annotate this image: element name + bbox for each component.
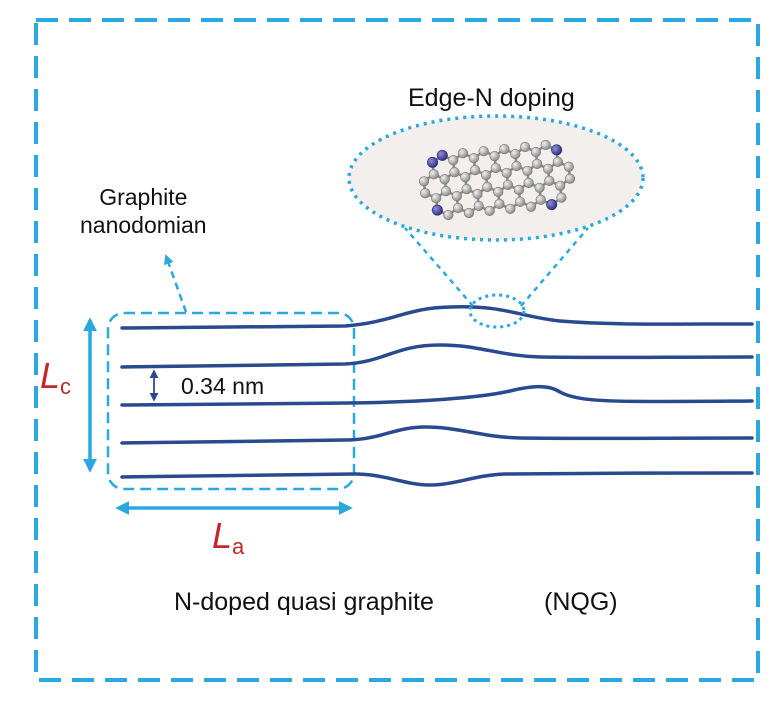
zoom-connector-right	[520, 227, 589, 307]
carbon-atom	[505, 203, 516, 214]
carbon-atom	[478, 146, 489, 157]
carbon-atom	[472, 188, 483, 200]
la-label: La	[212, 518, 244, 558]
doping-site-marker	[468, 293, 526, 329]
nitrogen-atom	[427, 156, 439, 168]
carbon-atom	[448, 155, 459, 166]
carbon-atom	[543, 163, 554, 174]
carbon-atom	[440, 186, 451, 197]
carbon-atom	[443, 209, 454, 221]
carbon-atom	[514, 196, 526, 207]
carbon-atom	[418, 176, 430, 187]
carbon-atom	[510, 148, 521, 160]
carbon-atom	[530, 146, 542, 158]
graphene-layer-2	[120, 343, 754, 369]
carbon-atom	[461, 183, 472, 195]
carbon-atom	[420, 188, 431, 199]
carbon-atom	[511, 160, 522, 172]
carbon-atom	[522, 165, 533, 177]
carbon-atom	[513, 184, 524, 195]
nanodomain-pointer	[163, 254, 188, 313]
carbon-atom	[493, 186, 504, 198]
graphene-layer-4	[120, 425, 754, 445]
carbon-atom	[532, 158, 543, 170]
carbon-atom	[431, 193, 442, 204]
nitrogen-atom	[546, 199, 558, 211]
nitrogen-atom	[551, 144, 563, 156]
carbon-atom	[439, 174, 450, 185]
lc-letter: L	[40, 355, 61, 396]
graphene-layer-1	[120, 305, 754, 330]
carbon-atom	[451, 190, 462, 202]
nanodomain-box	[106, 311, 356, 491]
carbon-atom	[457, 148, 469, 159]
zoom-connector-left	[404, 227, 474, 307]
nitrogen-atom	[436, 149, 448, 161]
lc-label: Lc	[40, 358, 71, 398]
carbon-atom	[499, 144, 510, 155]
material-abbreviation-label: (NQG)	[544, 588, 618, 616]
la-letter: L	[212, 515, 233, 556]
nitrogen-atom	[431, 204, 443, 216]
carbon-atom	[463, 207, 475, 219]
carbon-atom	[489, 151, 500, 162]
edge-doping-label: Edge-N doping	[408, 84, 575, 112]
carbon-atom	[494, 198, 505, 209]
molecule-zoom-ellipse	[347, 114, 645, 242]
graphene-layer-5	[120, 471, 754, 487]
carbon-atom	[484, 205, 495, 216]
carbon-atom	[468, 153, 480, 164]
la-subscript: a	[232, 534, 245, 559]
lc-subscript: c	[60, 374, 72, 399]
carbon-atom	[452, 202, 464, 214]
carbon-atom	[480, 169, 492, 181]
carbon-atom	[473, 200, 484, 212]
carbon-atom	[482, 181, 493, 193]
carbon-atom	[501, 167, 512, 179]
carbon-atom	[556, 192, 567, 203]
carbon-atom	[449, 167, 460, 178]
carbon-atom	[535, 194, 546, 205]
graphene-layer-3	[120, 384, 754, 407]
interlayer-spacing-label: 0.34 nm	[181, 373, 265, 399]
carbon-atom	[552, 156, 563, 167]
carbon-atom	[519, 141, 531, 153]
carbon-atom	[460, 172, 471, 183]
nitrogen-doped-graphene-molecule-icon	[418, 139, 576, 221]
graphite-label-line2: nanodomian	[80, 212, 207, 238]
carbon-atom	[540, 139, 551, 151]
graphite-nanodomain-label: Graphite nanodomian	[80, 183, 207, 239]
material-name-label: N-doped quasi graphite	[174, 588, 434, 616]
carbon-atom	[525, 201, 537, 212]
carbon-atom	[428, 169, 439, 180]
carbon-atom	[563, 161, 574, 172]
carbon-atom	[470, 165, 481, 176]
carbon-atom	[534, 182, 545, 193]
graphene-layers	[120, 305, 754, 487]
carbon-atom	[502, 179, 514, 191]
carbon-atom	[523, 177, 534, 188]
carbon-atom	[544, 175, 555, 186]
carbon-atom	[555, 180, 566, 191]
graphite-label-line1: Graphite	[99, 184, 188, 210]
carbon-atom	[564, 173, 576, 184]
carbon-atom	[490, 162, 501, 174]
